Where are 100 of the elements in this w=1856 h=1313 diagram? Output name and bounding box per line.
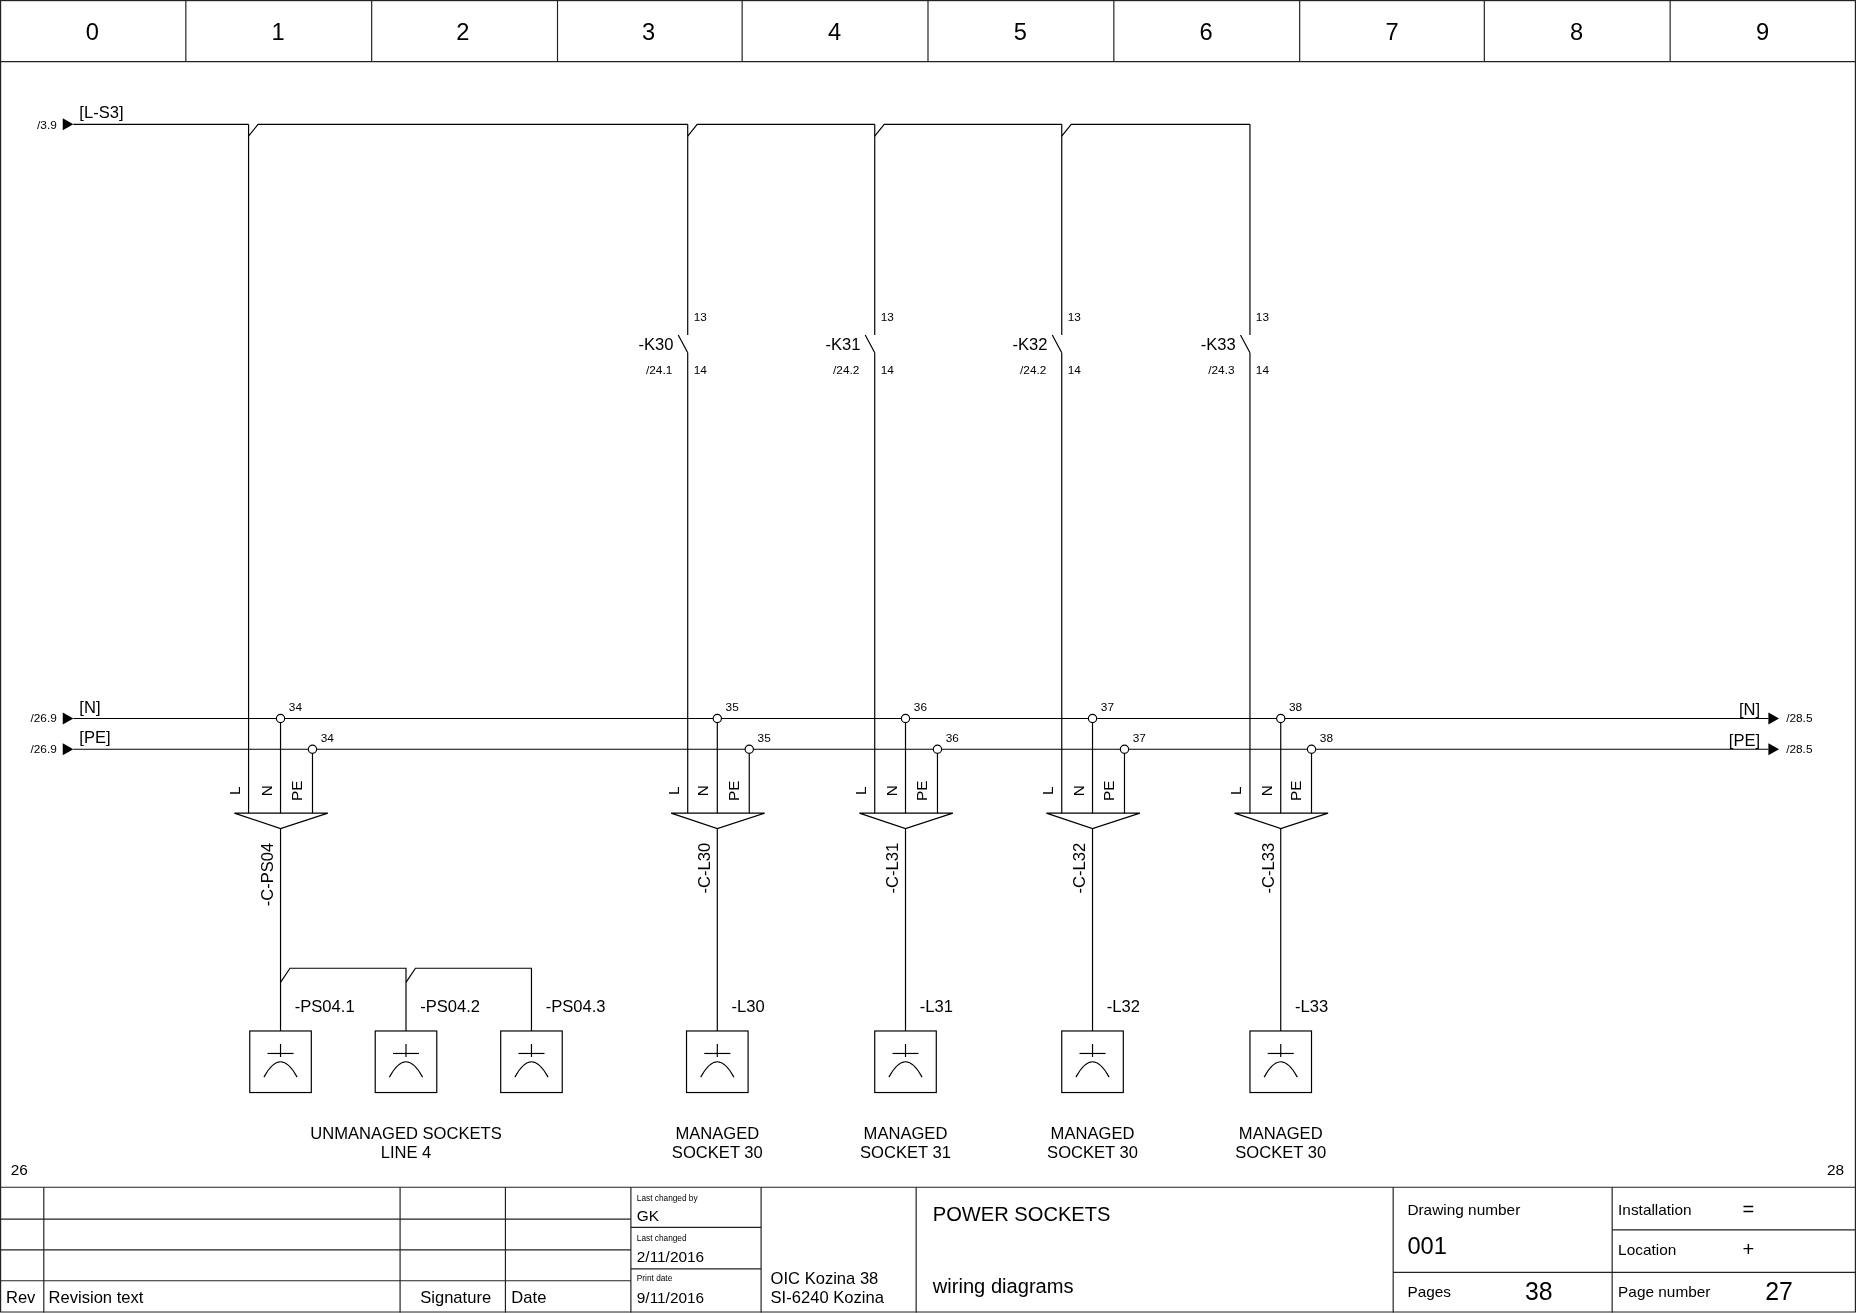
- field-label: Pages: [1407, 1283, 1452, 1300]
- conductor-label: L: [852, 786, 869, 795]
- cable-label: -C-L30: [696, 842, 713, 894]
- potential-label: [PE]: [1728, 731, 1761, 749]
- column-number: 0: [85, 20, 99, 44]
- address-line: OIC Kozina 38: [770, 1270, 879, 1287]
- conductor-label: PE: [1288, 780, 1304, 801]
- device-label: -L32: [1106, 997, 1140, 1015]
- field-value: 001: [1407, 1233, 1447, 1258]
- terminal-number: 14: [1255, 364, 1270, 377]
- page-column-number: 26: [10, 1161, 28, 1178]
- device-label: -L31: [919, 997, 953, 1015]
- terminal-number: 14: [693, 364, 707, 377]
- field-value: 2/11/2016: [636, 1249, 705, 1265]
- terminal-number: 38: [1319, 732, 1333, 745]
- column-heading: Date: [511, 1289, 547, 1306]
- cross-reference: /26.9: [30, 743, 57, 756]
- device-label: -PS04.1: [294, 997, 355, 1015]
- terminal-number: 35: [725, 701, 739, 714]
- column-number: 2: [456, 20, 470, 44]
- terminal-number: 36: [945, 732, 959, 745]
- cross-reference: /28.5: [1786, 743, 1813, 756]
- cross-reference: /24.3: [1208, 364, 1235, 377]
- column-heading: Revision text: [48, 1289, 144, 1306]
- column-number: 8: [1570, 20, 1584, 44]
- conductor-label: N: [1258, 785, 1275, 797]
- contact-label: -K33: [1200, 336, 1236, 353]
- field-value: +: [1742, 1239, 1755, 1260]
- terminal-number: 13: [1255, 311, 1270, 324]
- drawing-title: POWER SOCKETS: [932, 1204, 1111, 1225]
- contact-label: -K30: [638, 336, 674, 353]
- socket-caption: MANAGED SOCKET 30: [1234, 1123, 1328, 1162]
- column-number: 6: [1199, 20, 1213, 44]
- conductor-label: PE: [726, 780, 742, 801]
- column-number: 9: [1755, 20, 1770, 44]
- field-label: Last changed: [636, 1234, 687, 1243]
- column-number: 3: [642, 20, 656, 44]
- field-value: 9/11/2016: [636, 1289, 705, 1305]
- cable-label: -C-L31: [884, 842, 901, 894]
- socket-caption: UNMANAGED SOCKETS LINE 4: [309, 1123, 503, 1162]
- column-number: 4: [827, 20, 842, 44]
- conductor-label: N: [883, 785, 899, 797]
- terminal-number: 35: [757, 732, 771, 745]
- device-label: -L33: [1294, 997, 1329, 1015]
- terminal-number: 14: [880, 364, 894, 377]
- field-value: 38: [1524, 1278, 1553, 1304]
- conductor-label: L: [665, 786, 682, 795]
- device-label: -PS04.3: [545, 997, 606, 1015]
- drawing-subtitle: wiring diagrams: [932, 1276, 1074, 1297]
- cross-reference: /26.9: [30, 712, 57, 725]
- terminal-number: 36: [913, 701, 927, 714]
- conductor-label: L: [1228, 786, 1244, 795]
- terminal-number: 34: [288, 701, 302, 714]
- socket-caption: MANAGED SOCKET 31: [859, 1123, 952, 1162]
- column-number: 5: [1013, 20, 1027, 44]
- cable-label: -C-PS04: [259, 842, 276, 907]
- field-label: Page number: [1618, 1283, 1711, 1300]
- contact-label: -K31: [825, 336, 861, 353]
- field-label: Drawing number: [1407, 1202, 1521, 1218]
- conductor-label: L: [226, 786, 243, 795]
- cross-reference: /28.5: [1786, 712, 1813, 725]
- conductor-label: L: [1039, 786, 1056, 795]
- contact-label: -K32: [1012, 336, 1048, 353]
- device-label: -L30: [731, 997, 765, 1015]
- column-heading: Rev: [5, 1289, 36, 1306]
- terminal-number: 13: [880, 311, 894, 324]
- column-number: 7: [1385, 20, 1399, 44]
- field-value: 27: [1765, 1278, 1793, 1304]
- cable-label: -C-L33: [1259, 842, 1276, 894]
- socket-caption: MANAGED SOCKET 30: [1046, 1123, 1139, 1162]
- conductor-label: PE: [914, 780, 930, 801]
- column-heading: Signature: [420, 1289, 492, 1306]
- cable-label: -C-L32: [1071, 842, 1088, 894]
- terminal-number: 38: [1289, 701, 1303, 714]
- conductor-label: N: [258, 785, 274, 797]
- socket-caption: MANAGED SOCKET 30: [670, 1123, 764, 1162]
- potential-label: [N]: [79, 698, 101, 715]
- conductor-label: PE: [1101, 780, 1117, 801]
- field-value: =: [1742, 1199, 1755, 1220]
- column-number: 1: [271, 20, 285, 44]
- field-value: GK: [636, 1207, 660, 1224]
- conductor-label: PE: [289, 780, 305, 801]
- terminal-number: 13: [693, 311, 707, 324]
- potential-label: [L-S3]: [79, 104, 124, 121]
- terminal-number: 34: [320, 732, 334, 745]
- cross-reference: /3.9: [37, 119, 57, 132]
- terminal-number: 37: [1100, 701, 1114, 714]
- cross-reference: /24.1: [646, 364, 673, 377]
- potential-label: [N]: [1738, 700, 1761, 718]
- potential-label: [PE]: [79, 729, 111, 746]
- conductor-label: N: [1070, 785, 1086, 797]
- terminal-number: 14: [1067, 364, 1081, 377]
- page-column-number: 28: [1827, 1161, 1845, 1178]
- field-label: Last changed by: [636, 1193, 698, 1202]
- conductor-label: N: [695, 785, 711, 797]
- field-label: Installation: [1618, 1202, 1692, 1218]
- terminal-number: 13: [1067, 311, 1081, 324]
- cross-reference: /24.2: [833, 364, 860, 377]
- terminal-number: 37: [1132, 732, 1146, 745]
- field-label: Location: [1618, 1242, 1677, 1258]
